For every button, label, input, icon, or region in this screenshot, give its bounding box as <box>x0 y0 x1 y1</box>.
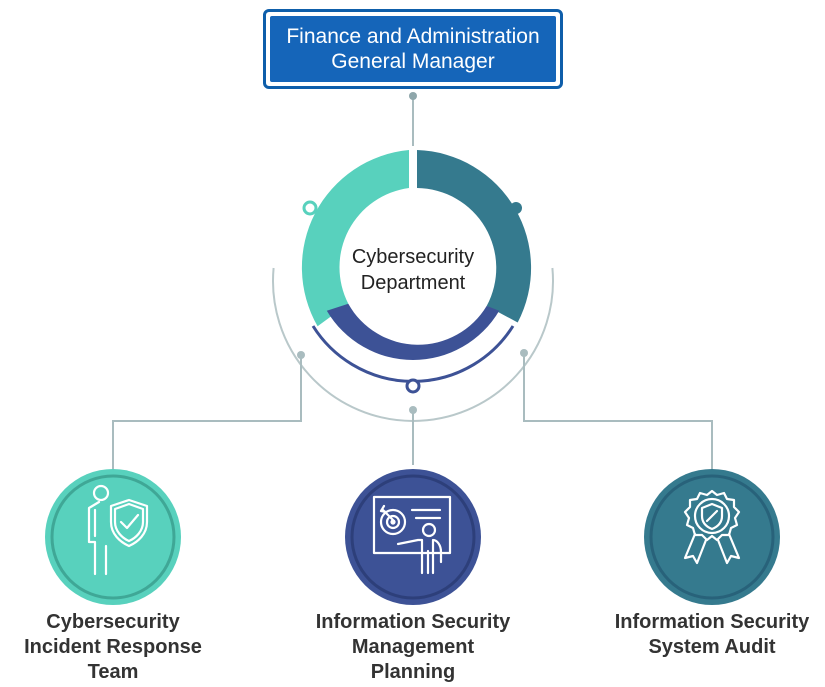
management-planning-label-line1: Information Security <box>315 611 511 633</box>
center-label-line1: Cybersecurity <box>351 246 475 268</box>
donut-segment-teal-light <box>301 150 409 327</box>
node-management-planning <box>345 469 481 605</box>
node-system-audit <box>644 469 780 605</box>
award-badge-shield-icon <box>683 489 741 565</box>
cybersecurity-department-label: Cybersecurity Department <box>320 244 506 296</box>
branch-connectors <box>112 353 713 470</box>
marker-navy <box>405 378 421 394</box>
marker-teal-light <box>302 200 318 216</box>
incident-response-label-line1: Cybersecurity <box>46 611 180 633</box>
center-label-line2: Department <box>360 272 466 294</box>
management-planning-label-line2: Management <box>351 636 475 658</box>
node-incident-response <box>45 469 181 605</box>
system-audit-label: Information Security System Audit <box>592 610 825 660</box>
finance-admin-gm-title-line1: Finance and Administration <box>286 25 540 48</box>
incident-response-label-line3: Team <box>87 661 139 683</box>
finance-admin-gm-box: Finance and Administration General Manag… <box>263 9 563 89</box>
connector-top <box>409 92 417 146</box>
donut-segment-teal-dark <box>417 150 532 323</box>
management-planning-label-line3: Planning <box>370 661 456 683</box>
management-planning-label: Information Security Management Planning <box>293 610 533 685</box>
marker-teal-dark <box>510 202 522 214</box>
system-audit-label-line2: System Audit <box>648 636 776 658</box>
presentation-target-icon <box>372 495 452 575</box>
finance-admin-gm-title: Finance and Administration General Manag… <box>270 16 556 82</box>
donut-segment-navy <box>326 303 500 361</box>
finance-admin-gm-title-line2: General Manager <box>331 50 495 73</box>
system-audit-label-line1: Information Security <box>614 611 810 633</box>
incident-response-label-line2: Incident Response <box>24 636 202 658</box>
security-guard-shield-icon <box>87 484 149 576</box>
incident-response-label: Cybersecurity Incident Response Team <box>0 610 233 685</box>
